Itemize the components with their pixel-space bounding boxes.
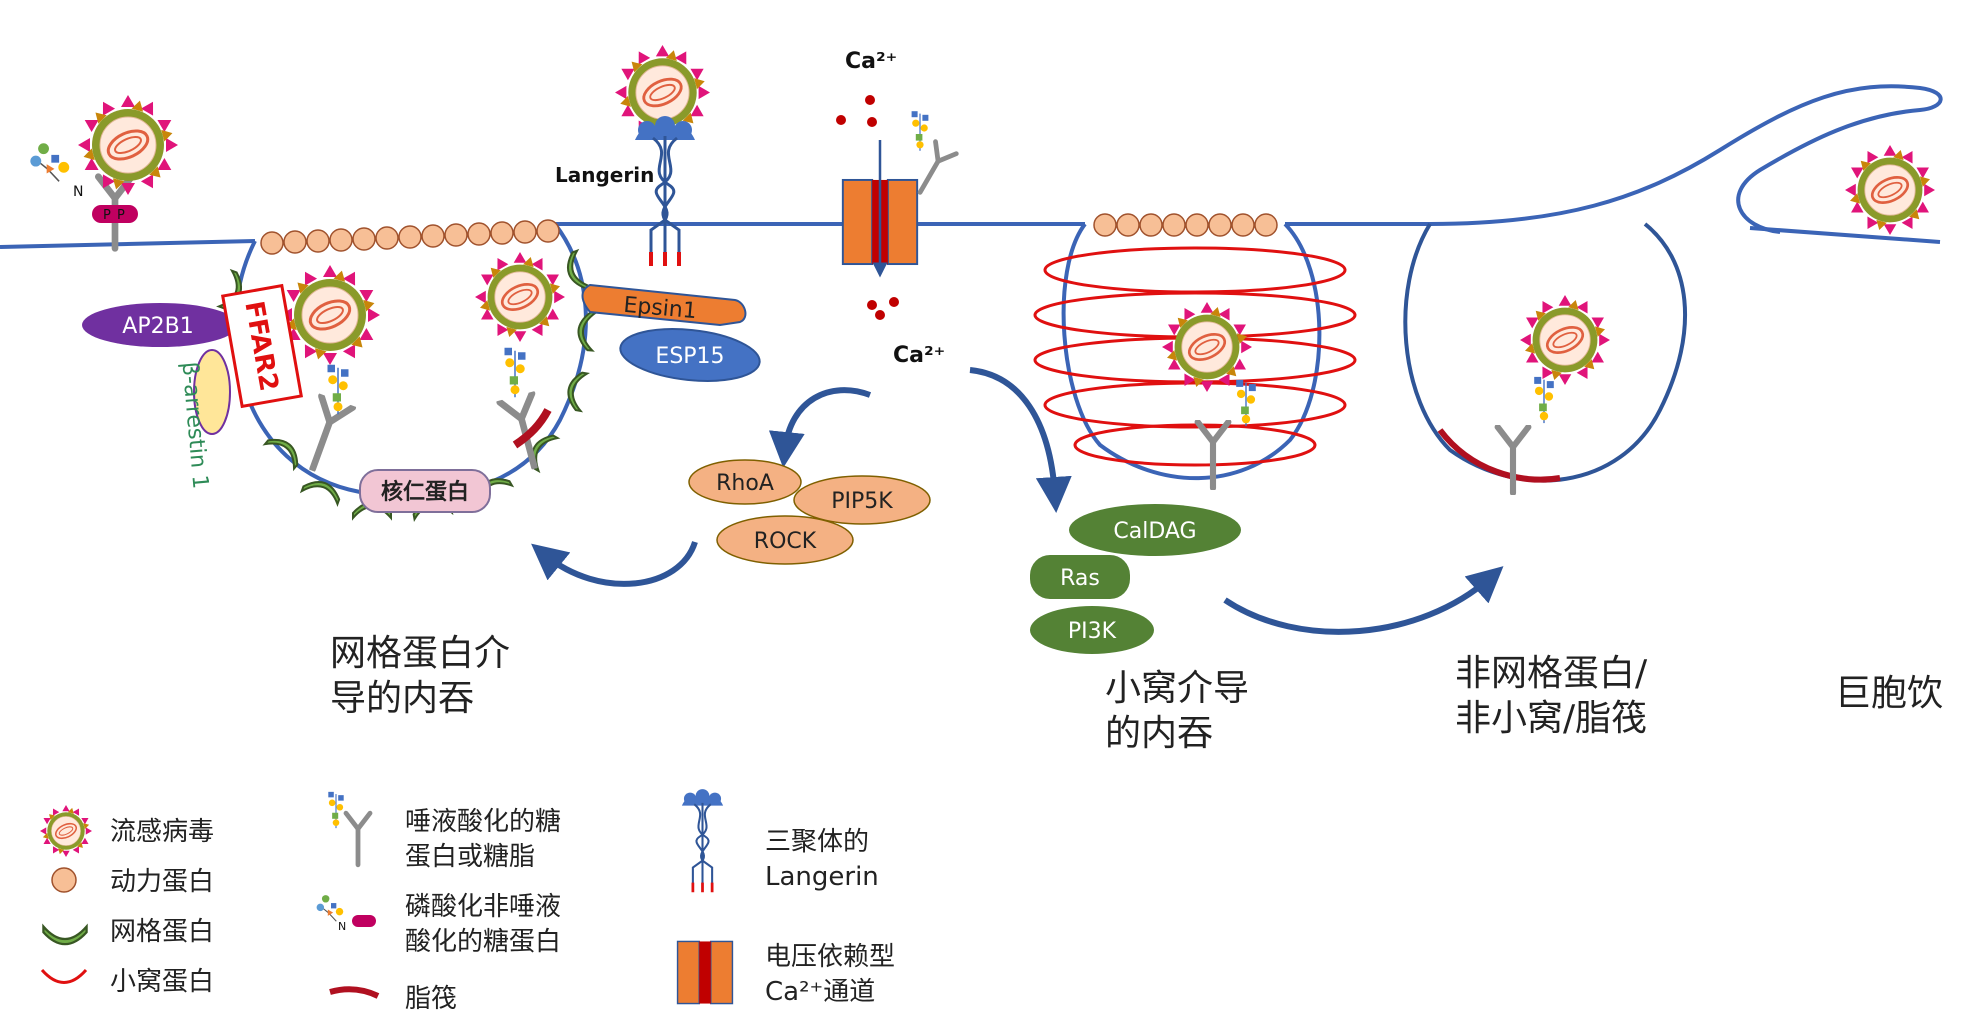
glycan-icon <box>910 110 930 152</box>
phospho-glycan-icon <box>29 142 71 183</box>
p-tag: P <box>103 208 111 223</box>
nonclathrin-title-2: 非小窝/脂筏 <box>1455 698 1647 739</box>
langerin-label: Langerin <box>555 163 654 187</box>
calcium-ions-bottom <box>867 297 899 320</box>
arrow-to-nonclathrin <box>1223 566 1504 635</box>
clathrin-icon <box>42 925 88 946</box>
caveolin-icon <box>40 968 88 984</box>
rhoa-label: RhoA <box>716 471 774 496</box>
caveolae-title-1: 小窝介导 <box>1105 668 1249 709</box>
legend-caveolin: 小窝蛋白 <box>110 967 214 997</box>
beta-arrestin-shape <box>193 349 231 435</box>
influenza-virus-icon <box>40 805 92 857</box>
influenza-virus-icon <box>475 252 565 342</box>
legend-channel-2: Ca²⁺通道 <box>765 977 875 1007</box>
dynamin-ring <box>1093 213 1278 237</box>
ras-label: Ras <box>1060 566 1100 591</box>
arrow-to-clathrin <box>531 540 698 587</box>
n-tag: N <box>73 184 83 200</box>
p-tag: P <box>117 208 125 223</box>
pip5k-pill: PIP5K <box>793 475 931 525</box>
lipid-raft <box>1437 428 1561 483</box>
clathrin-title-2: 导的内吞 <box>330 678 474 719</box>
glycan-icon <box>1235 379 1257 427</box>
influenza-virus-icon <box>280 265 380 365</box>
ras-pill: Ras <box>1030 555 1130 599</box>
nucleolin-pill: 核仁蛋白 <box>359 469 491 513</box>
legend-raft: 脂筏 <box>405 984 457 1014</box>
glycan-icon <box>1533 376 1555 424</box>
influenza-virus-icon <box>1845 145 1935 235</box>
caveolae-title-2: 的内吞 <box>1105 713 1213 754</box>
pi3k-label: PI3K <box>1068 619 1117 644</box>
rho-signaling: RhoA PIP5K ROCK <box>688 387 931 565</box>
raft-pit <box>1403 222 1687 493</box>
glycan-icon <box>327 791 345 829</box>
nucleolin-label: 核仁蛋白 <box>381 479 469 505</box>
legend-sialylated-1: 唾液酸化的糖 <box>405 807 561 837</box>
arrow-to-caveolae <box>969 367 1072 513</box>
dynamin-ring <box>260 219 560 255</box>
legend-langerin-2: Langerin <box>765 862 879 892</box>
pi3k-pill: PI3K <box>1030 606 1154 654</box>
receptor-icon <box>297 396 353 475</box>
caldag-label: CalDAG <box>1113 519 1196 544</box>
ffar2-box: FFAR2 <box>220 283 304 409</box>
esp15-pill: ESP15 <box>619 328 761 382</box>
esp15-label: ESP15 <box>655 344 724 369</box>
legend-channel-1: 电压依赖型 <box>765 942 895 972</box>
legend-sialylated-2: 蛋白或糖脂 <box>405 842 535 872</box>
rock-label: ROCK <box>754 529 817 554</box>
dynamin-icon <box>51 867 77 893</box>
epsin1-label: Epsin1 <box>622 293 697 324</box>
epsin1-shape: Epsin1 <box>581 283 747 327</box>
macropino-title: 巨胞饮 <box>1835 673 1943 714</box>
nonclathrin-title-1: 非网格蛋白/ <box>1455 653 1648 694</box>
caveolae-pit <box>1033 213 1357 488</box>
surface-phospho-receptor: P P N <box>29 95 178 248</box>
rock-pill: ROCK <box>716 515 854 565</box>
influenza-virus-icon <box>78 95 178 195</box>
calcium-channel-icon <box>676 940 734 1005</box>
clathrin-pit: 核仁蛋白 AP2B1 FFAR2 β-arrestin 1 <box>82 219 698 587</box>
pip5k-label: PIP5K <box>831 489 893 514</box>
rhoa-pill: RhoA <box>688 459 802 505</box>
influenza-virus-icon <box>1162 302 1252 392</box>
influenza-virus-icon <box>1520 295 1610 385</box>
legend-dynamin: 动力蛋白 <box>110 867 214 897</box>
langerin-icon <box>680 787 725 894</box>
langerin-receptor: Langerin <box>555 45 710 268</box>
legend-phospho-2: 酸化的糖蛋白 <box>405 927 561 957</box>
lipid-raft-icon <box>329 986 380 999</box>
glycan-icon <box>326 363 350 416</box>
ap2b1-pill: AP2B1 <box>82 303 238 347</box>
calcium-channel: Ca²⁺ Ca²⁺ <box>836 49 956 368</box>
legend: 流感病毒 动力蛋白 网格蛋白 小窝蛋白 唾液酸化的糖 蛋白或糖脂 N 磷酸化非唾… <box>40 787 895 1014</box>
legend-virus: 流感病毒 <box>110 817 214 847</box>
legend-phospho-1: 磷酸化非唾液 <box>405 892 561 922</box>
legend-clathrin: 网格蛋白 <box>110 917 214 947</box>
langerin-icon <box>633 114 697 268</box>
glycan-icon <box>503 346 527 399</box>
ap2b1-label: AP2B1 <box>122 314 193 339</box>
clathrin-title-1: 网格蛋白介 <box>330 633 510 674</box>
lipid-raft <box>512 408 552 449</box>
phospho-glycan-icon <box>316 894 344 922</box>
calcium-ions-top <box>836 95 877 127</box>
legend-langerin-1: 三聚体的 <box>765 827 869 857</box>
receptor-icon <box>346 813 370 865</box>
receptor-icon <box>1498 427 1529 493</box>
plasma-membrane <box>0 84 1943 249</box>
ca-top-label: Ca²⁺ <box>845 49 897 74</box>
n-tag: N <box>338 920 346 933</box>
ca-mid-label: Ca²⁺ <box>893 343 945 368</box>
caldag-pill: CalDAG <box>1069 504 1241 556</box>
